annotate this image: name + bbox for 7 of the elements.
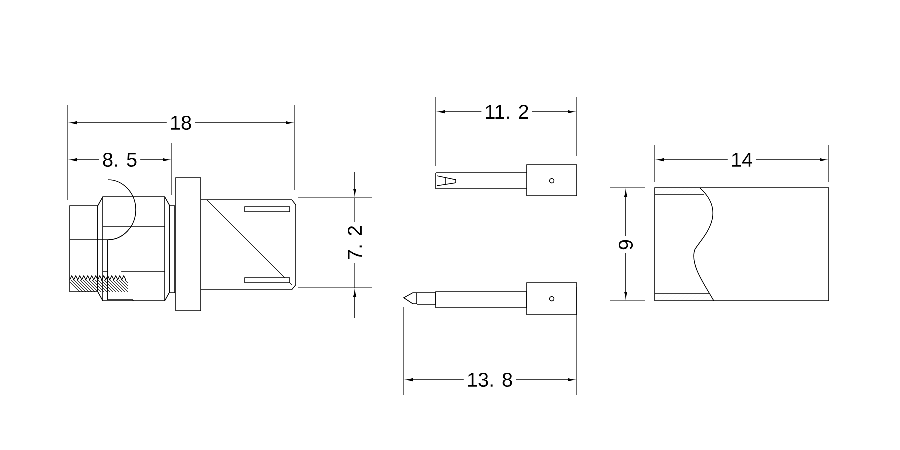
dimension-label: 13. 8 [464,370,516,390]
dimension-label: 18 [166,112,196,134]
dimension-label: 9 [616,236,636,254]
dimension-label: 14 [728,150,756,170]
dimension-label: 11. 2 [482,102,532,122]
dimension-label: 7. 2 [345,222,365,264]
dimension-label: 8. 5 [99,150,141,170]
